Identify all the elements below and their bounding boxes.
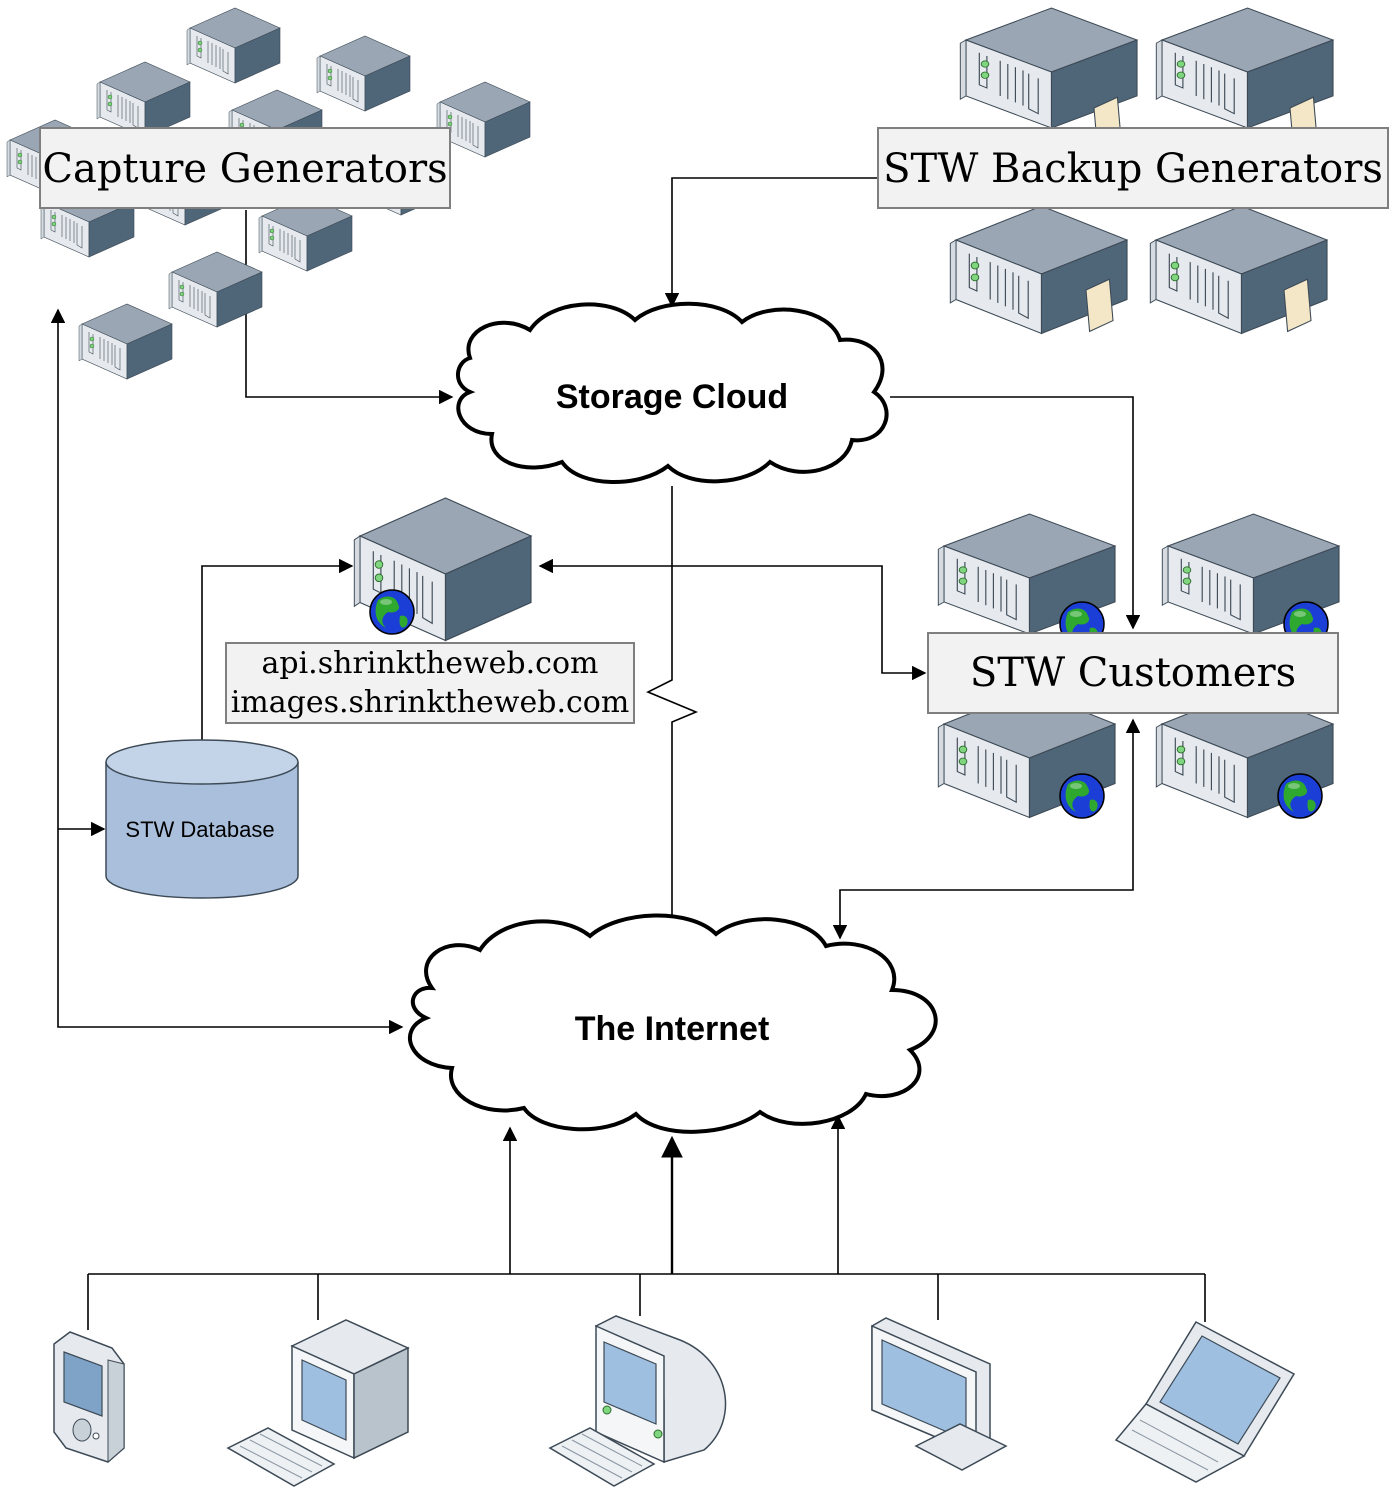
connector-capture-internet [50,308,404,1035]
web-server-node: api.shrinktheweb.com images.shrinktheweb… [225,497,635,724]
crt-workstation-icon [548,1315,727,1487]
backup-generators-label: STW Backup Generators [883,146,1383,192]
lcd-monitor-icon [871,1317,1008,1471]
web-server-label-line1: api.shrinktheweb.com [262,646,599,681]
connector-storage-to-customers [890,396,1141,630]
customers-label: STW Customers [970,650,1296,696]
connector-customers-internet [832,718,1141,940]
desktop-computer-icon [226,1319,410,1487]
internet-node: The Internet [407,913,938,1134]
backup-generators-node: STW Backup Generators [877,7,1389,335]
database-label: STW Database [125,817,274,842]
laptop-icon [1114,1321,1296,1483]
client-devices [53,1315,1296,1487]
storage-cloud-node: Storage Cloud [456,301,889,484]
pda-icon [53,1331,125,1464]
cloud-icon [456,301,889,484]
cloud-icon [407,913,938,1134]
connector-web-server-customers [538,558,927,681]
database-icon [105,739,299,899]
web-server-label-box [225,642,635,724]
internet-label: The Internet [575,1010,770,1048]
connector-backup-to-storage [664,177,878,308]
capture-generators-node: Capture Generators [6,7,531,380]
web-server-icon [353,497,532,642]
connector-storage-to-internet [646,486,699,916]
capture-generators-label: Capture Generators [42,146,447,192]
backup-generators-label-box [877,127,1389,209]
customers-node: STW Customers [927,513,1340,819]
database-node: STW Database [105,739,299,899]
connectors [50,177,1206,1330]
web-server-label-line2: images.shrinktheweb.com [231,685,630,720]
capture-generators-label-box [39,127,451,209]
customers-label-box [927,632,1339,714]
storage-cloud-label: Storage Cloud [556,378,788,416]
